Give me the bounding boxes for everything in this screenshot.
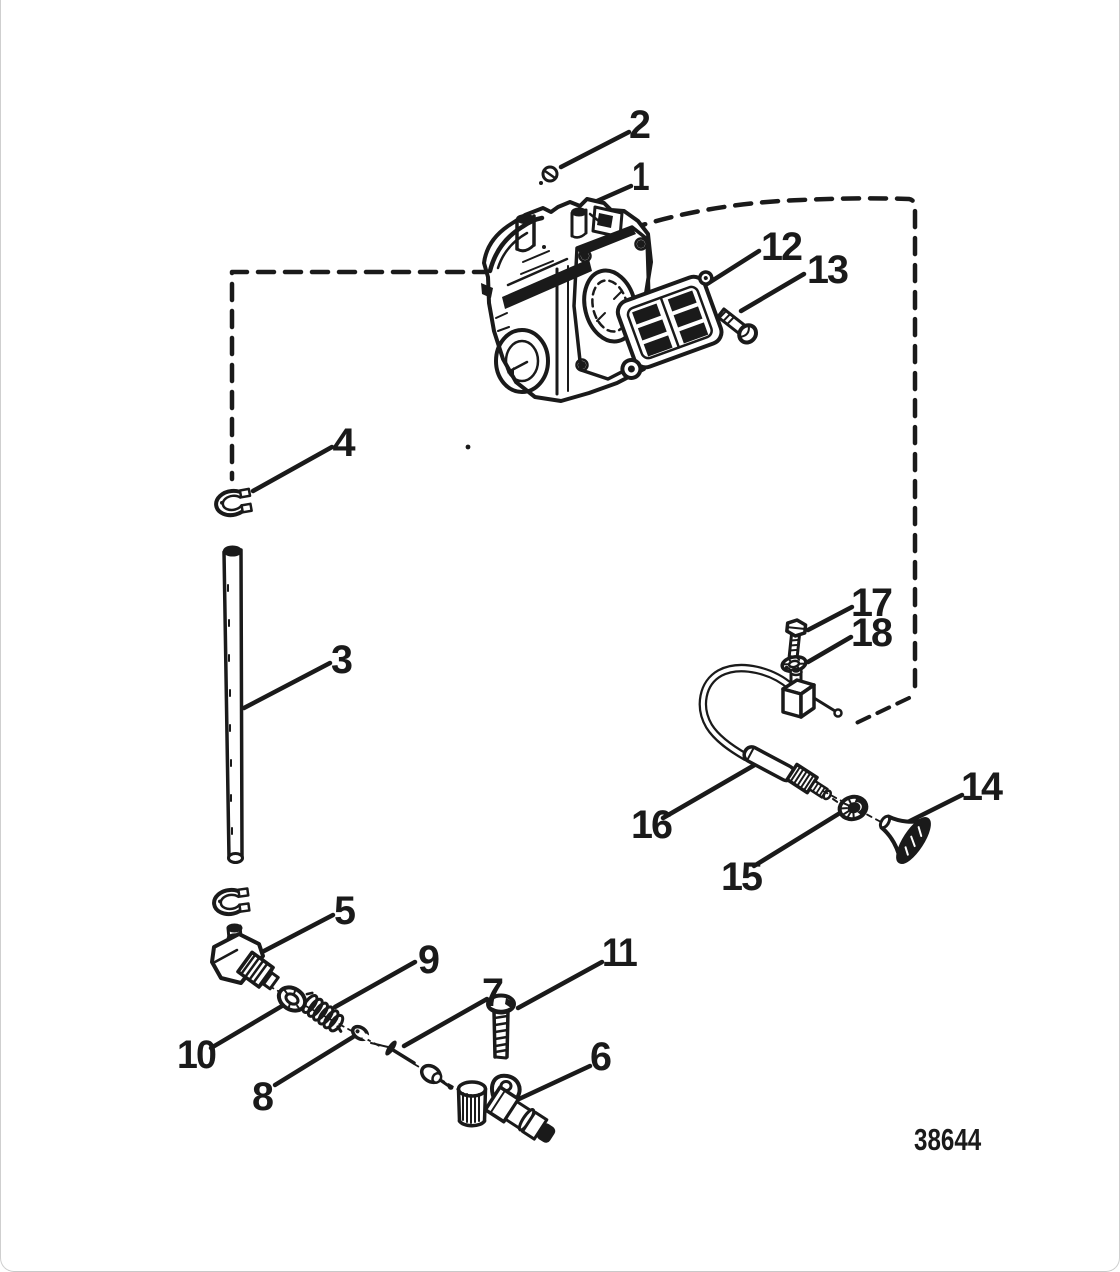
callout-8-label: 8 bbox=[252, 1075, 274, 1119]
leader-line-4 bbox=[250, 444, 335, 494]
callout-9-label: 9 bbox=[418, 938, 439, 982]
venturi-bore bbox=[494, 328, 550, 394]
leader-line-14 bbox=[905, 792, 965, 825]
callout-7-label: 7 bbox=[482, 971, 503, 1015]
leader-line-2 bbox=[558, 129, 632, 170]
fuel-valve-drawing bbox=[456, 1073, 556, 1143]
washer-drawing bbox=[276, 985, 314, 1013]
callout-16-label: 16 bbox=[631, 803, 672, 847]
elbow-fitting-drawing bbox=[210, 923, 280, 991]
leader-line-8 bbox=[272, 1034, 356, 1088]
cable-screw-drawing bbox=[785, 618, 808, 659]
dashed-guide-cable bbox=[848, 696, 911, 728]
callout-1-label: 1 bbox=[632, 155, 649, 199]
callout-14-label: 14 bbox=[961, 765, 1004, 809]
callout-labels: 1 2 3 4 5 6 7 8 9 10 11 12 13 14 15 16 1… bbox=[177, 103, 1006, 1157]
leader-lines bbox=[208, 129, 965, 1102]
dashed-guide-lines bbox=[229, 196, 918, 728]
fuel-line-drawing bbox=[222, 545, 244, 864]
callout-4-label: 4 bbox=[333, 421, 357, 465]
hose-clamp-drawing bbox=[214, 487, 253, 518]
callout-2-label: 2 bbox=[629, 103, 650, 147]
knurled-nut-drawing bbox=[837, 794, 869, 822]
leader-line-1 bbox=[594, 183, 634, 204]
callout-13-label: 13 bbox=[807, 248, 848, 292]
callout-6-label: 6 bbox=[590, 1035, 611, 1079]
reed-bolt-drawing bbox=[716, 307, 759, 345]
spring-drawing bbox=[301, 993, 345, 1033]
leader-line-13 bbox=[738, 271, 807, 314]
leader-line-9 bbox=[332, 959, 418, 1010]
callout-5-label: 5 bbox=[334, 889, 356, 933]
callout-10-label: 10 bbox=[177, 1033, 216, 1077]
leader-line-10 bbox=[208, 1003, 285, 1051]
stray-mark bbox=[465, 444, 471, 450]
retainer-clip-drawing bbox=[350, 1024, 370, 1042]
leader-line-11 bbox=[515, 959, 605, 1011]
leader-line-16 bbox=[660, 760, 761, 821]
callout-12-label: 12 bbox=[761, 225, 802, 269]
reed-block-drawing bbox=[615, 270, 724, 380]
dashed-guide-right bbox=[627, 196, 918, 691]
callout-18-label: 18 bbox=[851, 611, 893, 655]
choke-cable-drawing bbox=[698, 663, 844, 807]
cover-screw-drawing bbox=[539, 165, 559, 185]
callout-15-label: 15 bbox=[721, 855, 763, 899]
needle-drawing bbox=[370, 1040, 454, 1090]
leader-line-3 bbox=[241, 660, 333, 711]
bolt-drawing bbox=[486, 993, 516, 1060]
leader-line-6 bbox=[516, 1063, 593, 1102]
choke-knob-drawing bbox=[878, 814, 931, 864]
dashed-guide-left bbox=[229, 269, 493, 482]
drawing-number: 38644 bbox=[914, 1122, 982, 1157]
leader-line-7 bbox=[401, 996, 490, 1049]
leader-line-15 bbox=[751, 810, 843, 869]
leader-line-18 bbox=[805, 634, 854, 665]
callout-11-label: 11 bbox=[602, 931, 638, 975]
callout-17-label: 17 bbox=[851, 581, 892, 625]
callout-3-label: 3 bbox=[331, 638, 352, 682]
hose-clamp-lower-drawing bbox=[212, 887, 251, 917]
leader-line-5 bbox=[261, 912, 336, 954]
carburetor-body-drawing bbox=[481, 197, 653, 403]
leader-line-17 bbox=[805, 604, 855, 633]
leader-line-12 bbox=[704, 248, 762, 287]
